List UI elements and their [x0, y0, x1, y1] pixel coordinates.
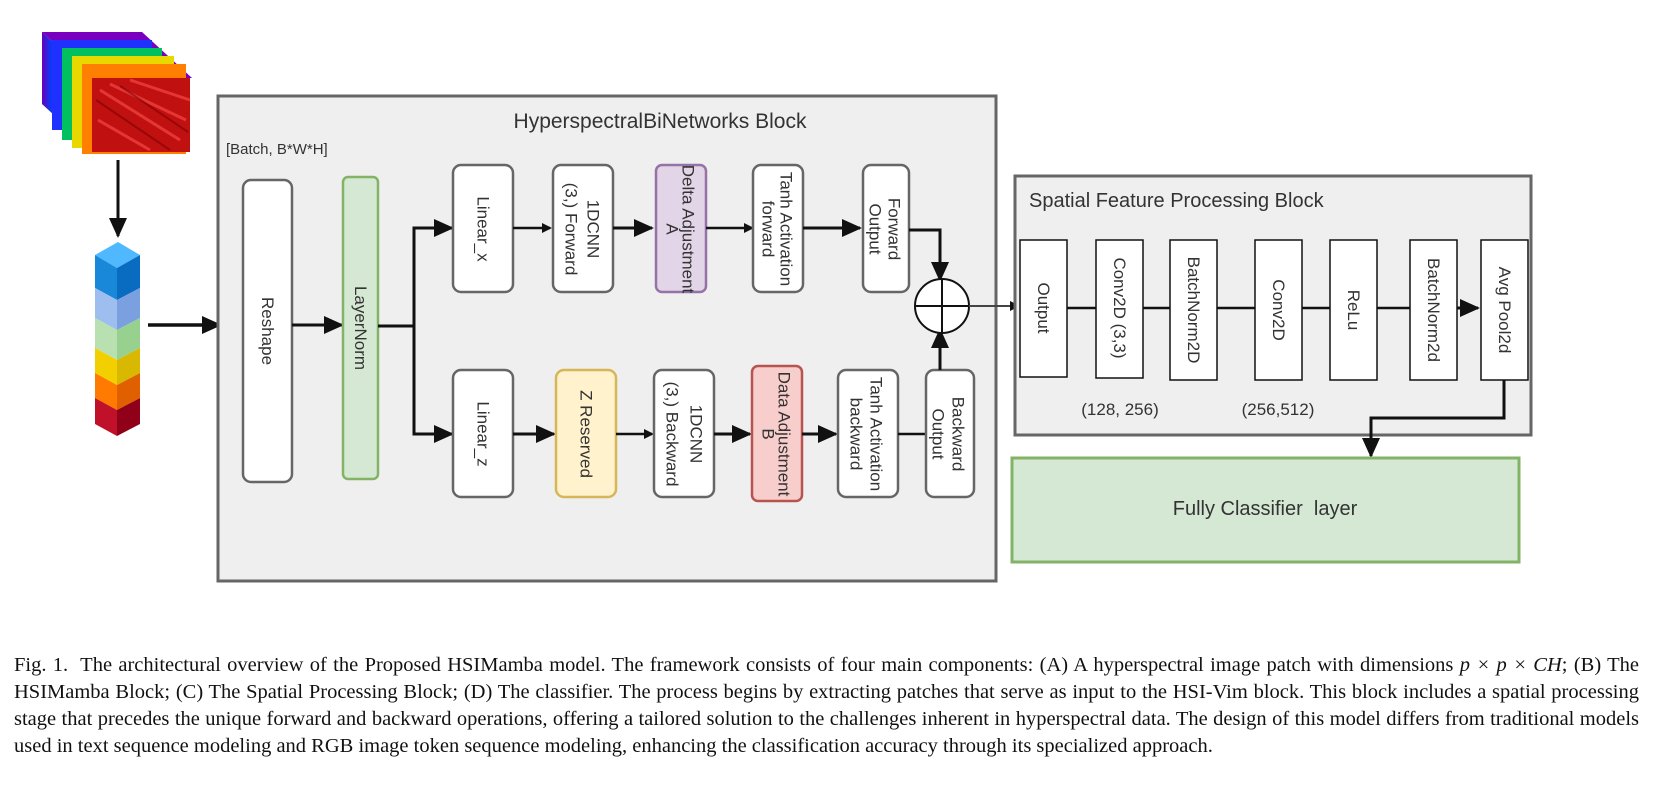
tanh-backward-label-2: backward — [847, 398, 866, 471]
caption-text-pre: The architectural overview of the Propos… — [80, 654, 1454, 676]
hyperspectral-cube-image — [42, 32, 192, 154]
delta-adjustment-label-2: A — [663, 223, 682, 235]
sum-operator-icon — [914, 278, 970, 334]
conv1-dims-label: (128, 256) — [1081, 400, 1159, 419]
data-adjustment-label-2: B — [759, 428, 778, 439]
classifier-node — [1010, 456, 1521, 564]
shape-label: [Batch, B*W*H] — [226, 141, 328, 158]
backward-output-node — [924, 368, 976, 499]
caption-math: p × p × CH — [1459, 654, 1562, 676]
layernorm-label: LayerNorm — [351, 286, 370, 370]
spatial-output-node — [1019, 239, 1068, 378]
tanh-forward-label-1: Tanh Activation — [777, 172, 796, 286]
forward-output-label-1: Forward — [885, 198, 904, 260]
spectral-token-column — [95, 242, 140, 436]
backward-output-label-1: Backward — [949, 397, 968, 472]
forward-output-label-2: Output — [866, 203, 885, 254]
tanh-forward-label-2: forward — [759, 201, 778, 258]
relu-label: ReLu — [1344, 290, 1363, 331]
hsi-block-title: HyperspectralBiNetworks Block — [514, 110, 807, 133]
1dcnn-forward-label-1: 1DCNN — [584, 200, 603, 259]
batchnorm2d-node — [1169, 239, 1218, 381]
backward-output-label-2: Output — [929, 408, 948, 459]
delta-adjustment-label-1: Delta Adjustment — [679, 165, 698, 294]
caption-fig-number: Fig. 1. — [14, 654, 69, 676]
spatial-output-label: Output — [1034, 282, 1053, 333]
tanh-backward-label-1: Tanh Activation — [867, 377, 886, 491]
1dcnn-backward-label-2: (3,) Backward — [663, 382, 682, 487]
1dcnn-backward-label-1: 1DCNN — [687, 405, 706, 464]
conv2-dims-label: (256,512) — [1242, 400, 1315, 419]
conv2d-node — [1254, 239, 1303, 381]
reshape-label: Reshape — [258, 297, 277, 365]
avg-pool2d-label: Avg Pool2d — [1495, 267, 1514, 354]
spatial-block-title: Spatial Feature Processing Block — [1029, 190, 1325, 212]
conv2d-3x3-label: Conv2D (3,3) — [1110, 257, 1129, 358]
architecture-diagram: HyperspectralBiNetworks Block [Batch, B*… — [42, 32, 1533, 583]
batchnorm2d-second-node — [1409, 239, 1458, 381]
avg-pool2d-node — [1480, 239, 1529, 381]
1dcnn-forward-label-2: (3,) Forward — [562, 183, 581, 276]
relu-node — [1329, 239, 1378, 381]
linear-x-label: Linear_x — [474, 196, 493, 262]
data-adjustment-label-1: Data Adjustment — [775, 372, 794, 497]
linear-z-label: Linear_z — [474, 401, 493, 466]
layernorm-node — [341, 175, 380, 481]
reshape-node — [241, 178, 294, 484]
batchnorm2d-label: BatchNorm2D — [1184, 257, 1203, 364]
classifier-label: Fully Classifier layer — [1173, 498, 1358, 520]
conv2d-3x3-node — [1095, 239, 1144, 379]
z-reserved-label: Z Reserved — [577, 390, 596, 478]
conv2d-label: Conv2D — [1269, 279, 1288, 340]
caption-text-post: ; (B) The HSIMamba Block; (C) The Spatia… — [14, 654, 1639, 757]
figure-caption: Fig. 1. The architectural overview of th… — [14, 652, 1639, 760]
batchnorm2d-second-label: BatchNorm2d — [1424, 258, 1443, 362]
